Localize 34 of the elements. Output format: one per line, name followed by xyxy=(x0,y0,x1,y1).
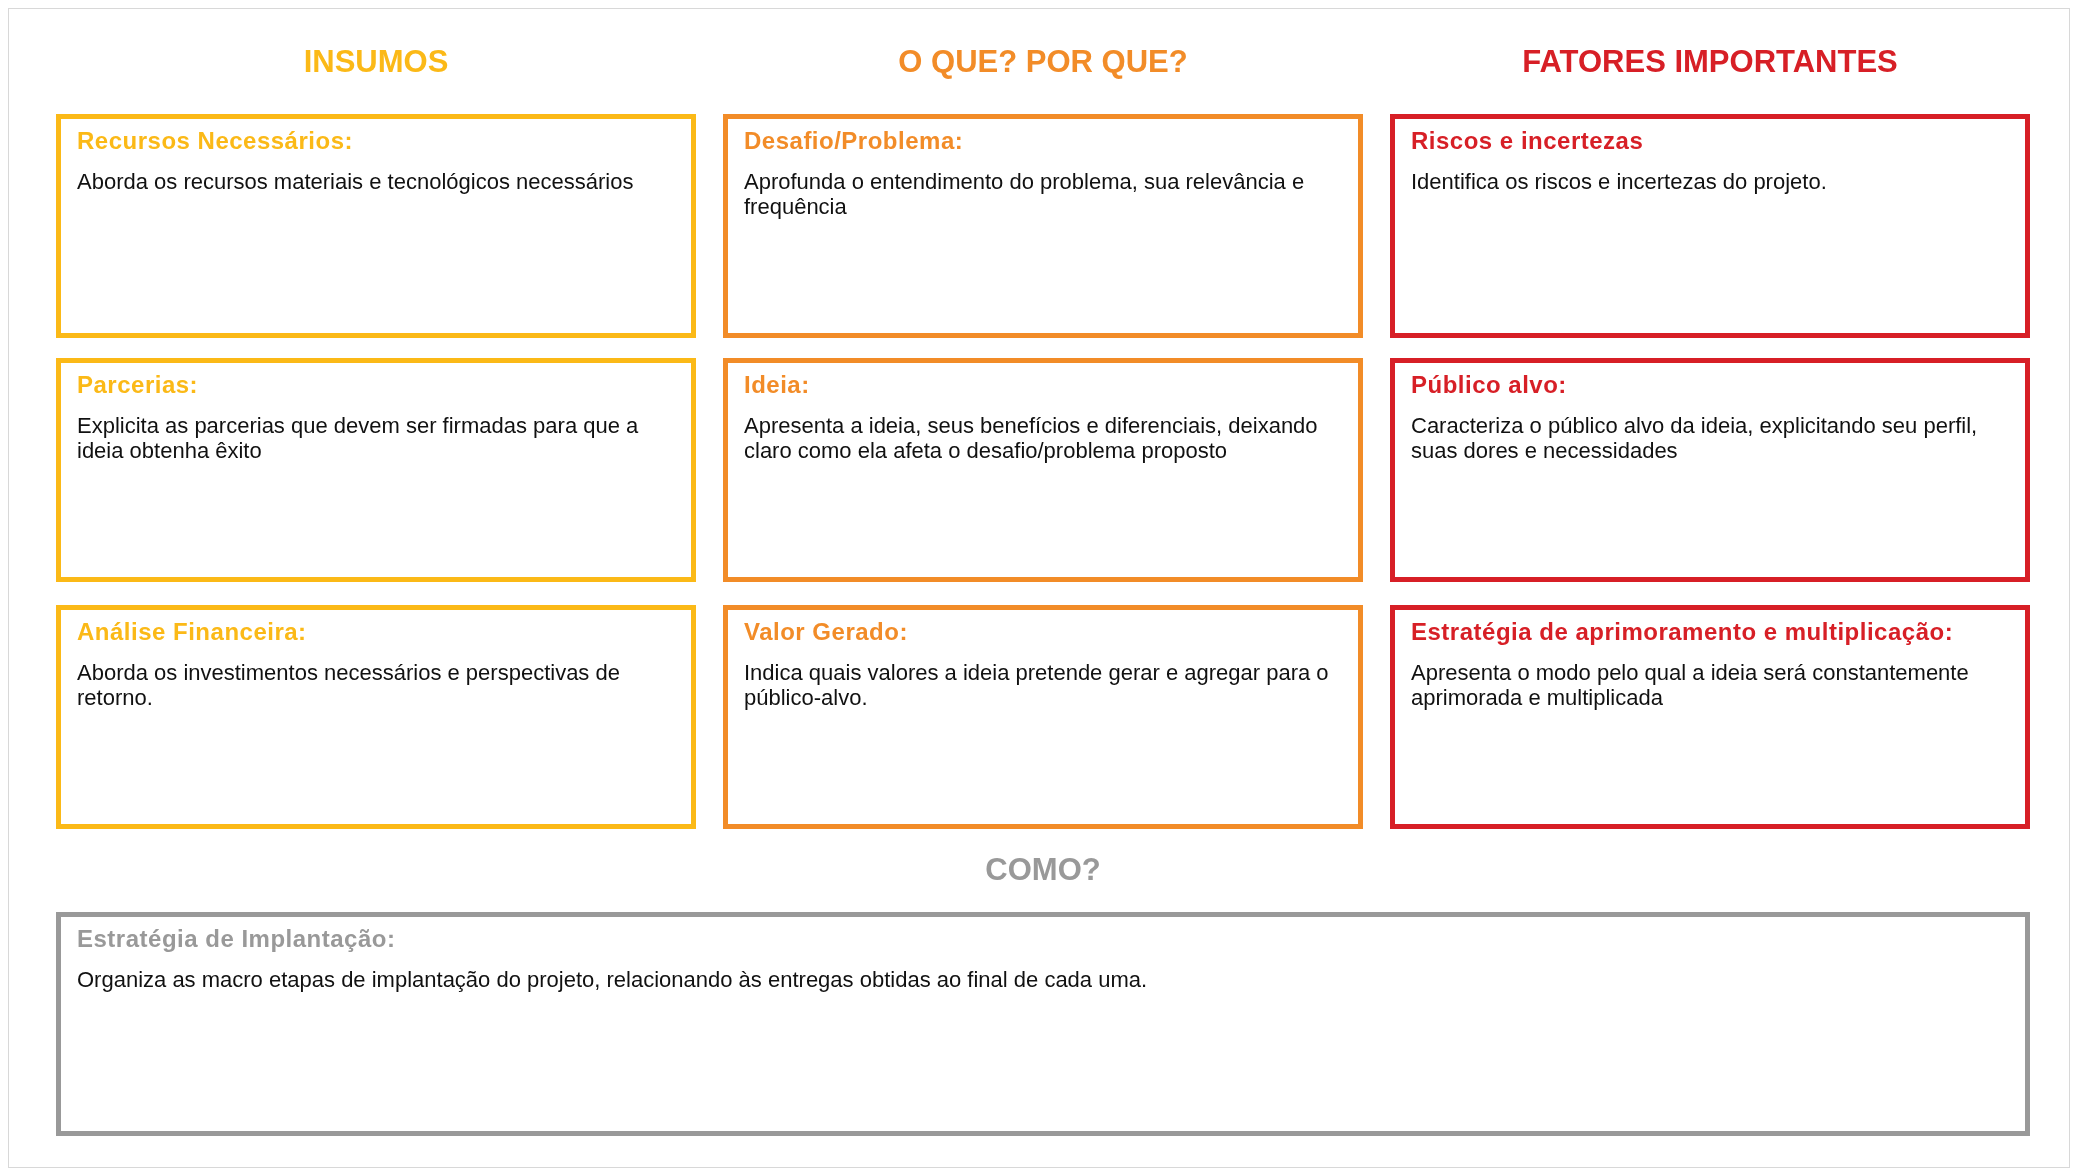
canvas-card xyxy=(1390,114,2030,338)
card-title: Estratégia de Implantação: xyxy=(77,925,397,953)
canvas-card xyxy=(56,114,696,338)
card-description: Organiza as macro etapas de implantação do projeto, relacionando às entregas obtidas ao final de cada uma. xyxy=(77,967,1149,993)
canvas-card xyxy=(723,358,1363,582)
canvas-card xyxy=(723,605,1363,829)
card-description: Aborda os recursos materiais e tecnológicos necessários xyxy=(77,169,635,195)
canvas-card xyxy=(56,605,696,829)
card-description: Explicita as parcerias que devem ser firmadas para que a ideia obtenha êxito xyxy=(77,413,640,464)
card-description: Aborda os investimentos necessários e perspectivas de retorno. xyxy=(77,660,621,711)
card-title: Valor Gerado: xyxy=(744,618,909,646)
canvas-card xyxy=(1390,358,2030,582)
card-description: Aprofunda o entendimento do problema, sua relevância e frequência xyxy=(744,169,1306,220)
card-title: Público alvo: xyxy=(1411,371,1568,399)
card-title: Estratégia de aprimoramento e multiplicação: xyxy=(1411,618,1955,646)
card-description: Identifica os riscos e incertezas do projeto. xyxy=(1411,169,1828,195)
card-description: Apresenta a ideia, seus benefícios e diferenciais, deixando claro como ela afeta o desafio/problema proposto xyxy=(744,413,1319,464)
card-title: Parcerias: xyxy=(77,371,200,399)
card-description: Caracteriza o público alvo da ideia, explicitando seu perfil, suas dores e necessidades xyxy=(1411,413,1979,464)
column-heading: COMO? xyxy=(984,852,1102,888)
canvas-card xyxy=(56,358,696,582)
canvas-card xyxy=(56,912,2030,1136)
column-heading: FATORES IMPORTANTES xyxy=(1521,44,1899,80)
column-heading: INSUMOS xyxy=(302,44,450,80)
canvas-card xyxy=(723,114,1363,338)
card-title: Ideia: xyxy=(744,371,811,399)
card-title: Riscos e incertezas xyxy=(1411,127,1645,155)
canvas-card xyxy=(1390,605,2030,829)
card-description: Indica quais valores a ideia pretende gerar e agregar para o público-alvo. xyxy=(744,660,1330,711)
card-description: Apresenta o modo pelo qual a ideia será constantemente aprimorada e multiplicada xyxy=(1411,660,1970,711)
card-title: Recursos Necessários: xyxy=(77,127,354,155)
card-title: Análise Financeira: xyxy=(77,618,308,646)
column-heading: O QUE? POR QUE? xyxy=(897,44,1189,80)
card-title: Desafio/Problema: xyxy=(744,127,965,155)
